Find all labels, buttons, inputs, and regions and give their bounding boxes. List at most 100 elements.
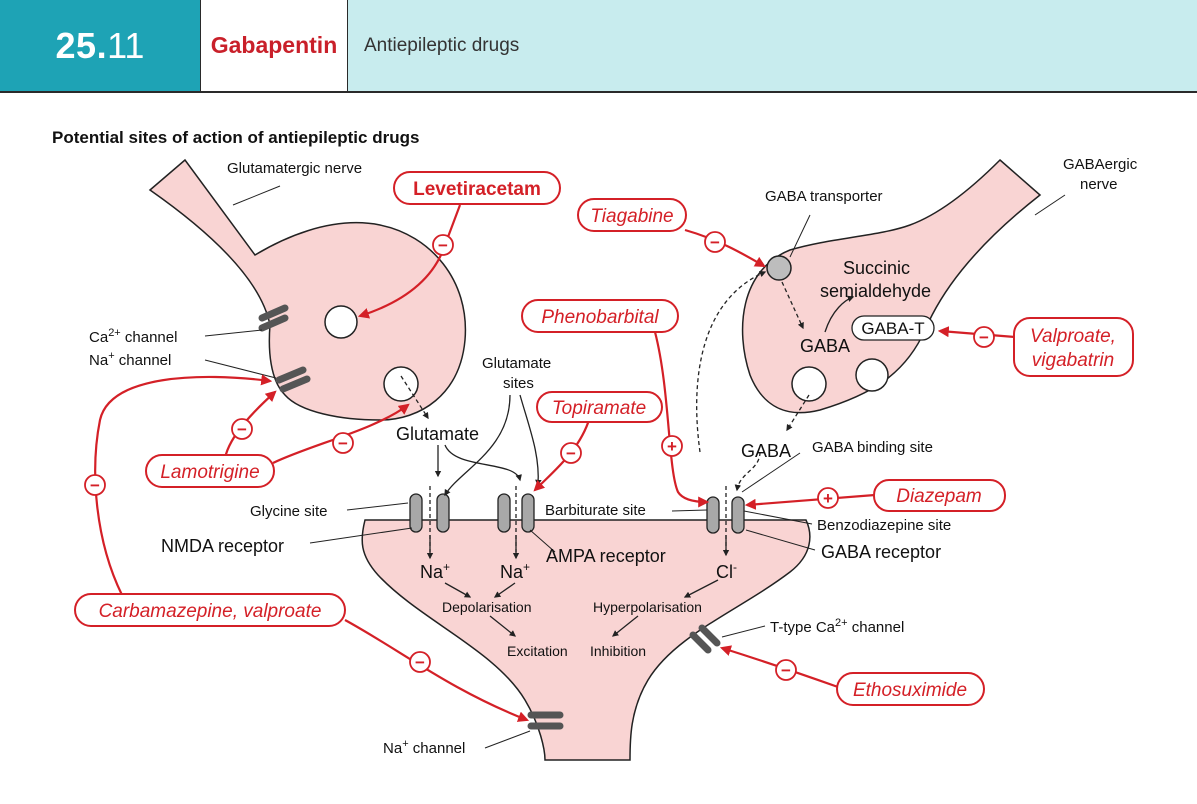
gabaergic-nerve-label-1: GABAergic: [1063, 156, 1138, 173]
gaba-reuptake-arrow: [696, 271, 767, 453]
page-title-box: Gabapentin: [200, 0, 348, 91]
gaba-to-receptor-arrow: [734, 451, 761, 492]
postsynaptic-na-channel: [527, 711, 564, 730]
gaba-receptor-leader: [745, 529, 816, 551]
transporter-to-gaba-arrow: [781, 281, 804, 330]
antiepileptic-diagram: Potential sites of action of antiepilept…: [52, 128, 1138, 761]
gaba-vesicle-right: [855, 358, 889, 392]
phenobarbital-pill: [521, 299, 679, 333]
presynaptic-ca-channel: [258, 304, 289, 332]
ca-channel-leader: [204, 329, 263, 337]
glutamate-vesicle-upper: [324, 305, 358, 339]
diazepam-enhance-sign: [817, 487, 839, 509]
ampa-receptor-shape: [497, 486, 535, 552]
chapter-number-sub: 11: [107, 24, 145, 66]
ampa-receptor-leader: [529, 529, 556, 553]
inhibition-label: Inhibition: [590, 643, 646, 659]
topiramate-pill: [536, 391, 663, 423]
gabaergic-nerve-leader: [1034, 194, 1066, 216]
glutamate-sites-label-1: Glutamate: [482, 355, 551, 372]
levetiracetam-inhibit-sign: [432, 234, 454, 256]
lamotrigine-pill: [145, 454, 275, 488]
glutamate-vesicle-releasing: [383, 366, 419, 402]
excitation-label: Excitation: [507, 643, 568, 659]
succinic-label-1: Succinic: [843, 258, 910, 278]
carbamazepine-valproate-label: Carbamazepine, valproate: [99, 601, 322, 622]
lamotrigine-inhibit-text-2: −: [338, 434, 348, 453]
gaba-t-enzyme-box: [851, 315, 935, 341]
na-channel-leader: [204, 359, 277, 379]
phenobarbital-arrow: [653, 331, 710, 508]
tiagabine-pill: [577, 198, 687, 232]
valproate-inhibit-sign: [973, 326, 995, 348]
diazepam-label: Diazepam: [896, 486, 982, 507]
glutamate-site-arrow-2: [519, 394, 542, 487]
diazepam-arrow: [744, 493, 876, 510]
phenobarbital-enhance-text: +: [667, 437, 677, 456]
lamotrigine-label: Lamotrigine: [160, 462, 259, 483]
levetiracetam-pill: [393, 171, 561, 205]
phenobarbital-enhance-sign: [661, 435, 683, 457]
ethosuximide-inhibit-text: −: [781, 661, 791, 680]
lamotrigine-inhibit-text-1: −: [237, 420, 247, 439]
gabaergic-nerve-terminal: [741, 158, 1042, 414]
gaba-released-label: GABA: [741, 441, 791, 461]
ethosuximide-inhibit-sign: [775, 659, 797, 681]
post-na-channel-leader: [484, 730, 531, 749]
valproate-vigabatrin-label-1: Valproate,: [1030, 326, 1116, 347]
carbamazepine-inhibit-text-2: −: [415, 653, 425, 672]
section-subtitle: Antiepileptic drugs: [364, 34, 520, 56]
depol-to-excitation-arrow: [489, 615, 517, 637]
topiramate-inhibit-sign: [560, 442, 582, 464]
glutamate-label: Glutamate: [396, 424, 479, 444]
carbamazepine-valproate-pill: [74, 593, 346, 627]
header-bar: 25.11 Gabapentin Antiepileptic drugs: [0, 0, 1197, 93]
gaba-receptor-shape: [706, 486, 745, 552]
barbiturate-site-label: Barbiturate site: [545, 502, 646, 519]
gaba-binding-site-label: GABA binding site: [812, 439, 933, 456]
post-na-channel-label: Na+ channel: [383, 738, 465, 757]
nmda-receptor-leader: [309, 527, 413, 544]
levetiracetam-label: Levetiracetam: [413, 179, 541, 200]
gaba-to-succinic-arrow: [824, 295, 855, 333]
glutamate-release-arrow: [400, 375, 429, 420]
t-type-ca-channel: [689, 624, 721, 654]
na2-to-depol-arrow: [493, 582, 516, 598]
diazepam-enhance-text: +: [823, 489, 833, 508]
presynaptic-na-channel: [275, 366, 311, 393]
transporter-leader: [789, 214, 811, 258]
gaba-inside-label: GABA: [800, 336, 850, 356]
gabaergic-nerve-label-2: nerve: [1080, 176, 1118, 193]
lamotrigine-inhibit-sign-1: [231, 418, 253, 440]
tiagabine-inhibit-text: −: [710, 233, 720, 252]
carbamazepine-inhibit-sign-1: [84, 474, 106, 496]
hyperpolarisation-label: Hyperpolarisation: [593, 599, 702, 615]
glutamate-site-arrow-1: [444, 394, 511, 497]
valproate-vigabatrin-label-2: vigabatrin: [1032, 350, 1114, 371]
t-type-channel-leader: [721, 625, 766, 638]
t-type-channel-label: T-type Ca2+ channel: [770, 617, 904, 636]
page-title: Gabapentin: [210, 32, 338, 58]
tiagabine-label: Tiagabine: [590, 206, 673, 227]
gaba-transporter-label: GABA transporter: [765, 188, 883, 205]
glycine-site-leader: [346, 502, 409, 511]
phenobarbital-label: Phenobarbital: [541, 307, 659, 328]
depolarisation-label: Depolarisation: [442, 599, 532, 615]
diagram-heading: Potential sites of action of antiepilept…: [52, 128, 419, 147]
hyperpol-to-inhibition-arrow: [611, 615, 639, 637]
ethosuximide-label: Ethosuximide: [853, 680, 967, 701]
valproate-inhibit-text: −: [979, 328, 989, 347]
cl-to-hyperpol-arrow: [683, 579, 719, 598]
carbamazepine-inhibit-text-1: −: [90, 476, 100, 495]
postsynaptic-neuron: [361, 519, 811, 761]
glutamate-sites-label-2: sites: [503, 375, 534, 392]
na-ion-label-2: Na+: [500, 560, 530, 582]
tiagabine-arrow: [684, 228, 766, 268]
tiagabine-inhibit-sign: [704, 231, 726, 253]
benzodiazepine-site-label: Benzodiazepine site: [817, 517, 951, 534]
section-subtitle-box: Antiepileptic drugs: [348, 0, 1197, 91]
benzodiazepine-leader: [743, 510, 813, 525]
succinic-label-2: semialdehyde: [820, 281, 931, 301]
diazepam-pill: [873, 479, 1006, 512]
